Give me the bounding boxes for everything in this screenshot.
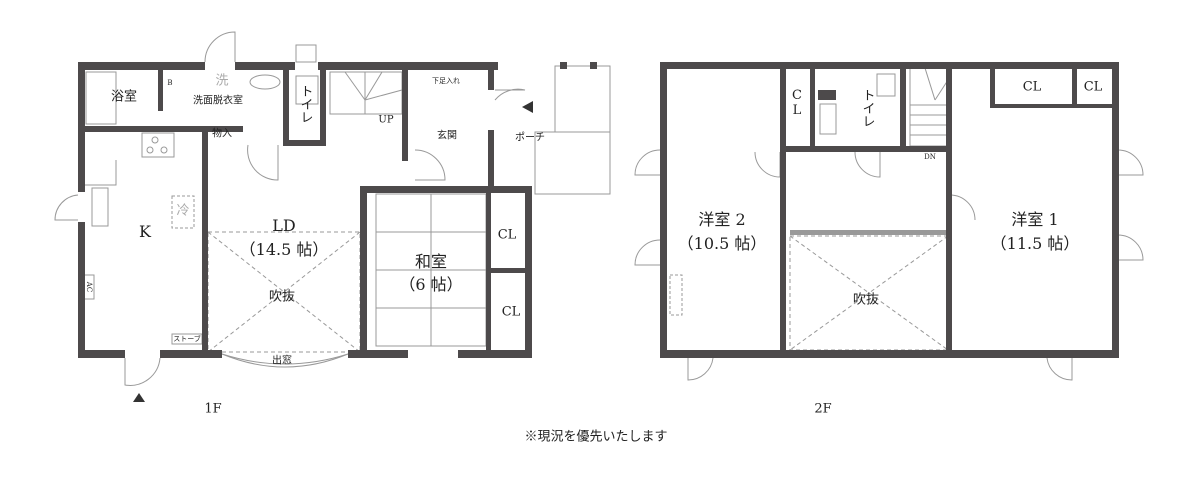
toilet-1f (295, 75, 319, 105)
closet-2: CL (501, 304, 521, 320)
closet-2f-left: C L (792, 88, 802, 118)
room-entrance: 玄関 (437, 130, 457, 142)
fridge-label: 冷 (176, 203, 190, 219)
room-toilet-1f: トイレ (297, 84, 313, 124)
door-toilet-2f (854, 151, 881, 178)
room-western2-size: （10.5 帖） (677, 233, 767, 253)
room-western2: 洋室 2 (698, 209, 746, 229)
ac-label: AC (85, 281, 94, 293)
void-1f-label: 吹抜 (268, 289, 296, 305)
boiler: B (167, 78, 173, 87)
toilet-2f (876, 73, 896, 97)
heater-2f (669, 274, 683, 316)
disclaimer-note: ※現況を優先いたします (524, 429, 668, 445)
porch-step (534, 131, 611, 195)
void-2f-label: 吹抜 (852, 292, 880, 308)
door-kitchen-ext (124, 357, 161, 386)
room-western1: 洋室 1 (1011, 209, 1059, 229)
shoe-storage: 下足入れ (432, 76, 460, 85)
window-2f-f (1046, 357, 1073, 381)
porch-deck (554, 65, 611, 133)
entrance-arrow-icon (133, 393, 145, 402)
floor-1f-title: 1F (204, 401, 222, 417)
window-2f-b (634, 239, 661, 266)
window-2f-a (634, 149, 661, 176)
window-2f-e (687, 357, 714, 381)
room-toilet-2f: トイレ (859, 88, 875, 128)
bay-window (221, 353, 349, 368)
room-ld-size: （14.5 帖） (239, 239, 329, 259)
bay-window-label: 出窓 (272, 355, 292, 367)
walls (78, 62, 1119, 358)
door-kitchen-side (54, 194, 79, 221)
closet-2f-a: CL (1022, 79, 1042, 95)
counter (84, 160, 117, 186)
room-kitchen: K (139, 221, 151, 241)
washer: 洗 (215, 73, 229, 89)
stove-label: ストーブ (173, 334, 201, 343)
window-2f-c (1117, 149, 1144, 176)
room-storage: 物入 (212, 128, 232, 140)
room-bath: 浴室 (110, 89, 138, 105)
door-washroom-ext (204, 31, 236, 63)
door-washroom (247, 144, 279, 181)
closet-2f-b: CL (1083, 79, 1103, 95)
closet-1: CL (497, 227, 517, 243)
window-2f-d (1117, 234, 1144, 261)
porch-arrow-icon (522, 101, 533, 113)
stairs-1f (329, 71, 403, 115)
sink (91, 187, 109, 227)
wash-basin (249, 74, 281, 90)
door-western1 (949, 194, 976, 221)
porch: ポーチ (515, 132, 545, 144)
door-western2 (754, 151, 781, 178)
sink-2f (819, 103, 837, 135)
room-washitsu: 和室 (414, 251, 448, 271)
room-western1-size: （11.5 帖） (990, 233, 1080, 253)
toilet-vent (295, 44, 317, 63)
stairs-dn: DN (924, 152, 936, 161)
room-washitsu-size: （6 帖） (399, 274, 463, 294)
door-entrance (494, 88, 526, 101)
bathtub (85, 71, 117, 125)
stove-top (141, 132, 175, 158)
room-ld: LD (272, 215, 296, 235)
room-washroom: 洗面脱衣室 (193, 95, 243, 107)
stairs-up: UP (378, 114, 394, 126)
floor-2f-title: 2F (814, 401, 832, 417)
stairs-2f (909, 67, 949, 147)
door-entrance-hall (414, 149, 446, 181)
fridge (171, 195, 195, 229)
